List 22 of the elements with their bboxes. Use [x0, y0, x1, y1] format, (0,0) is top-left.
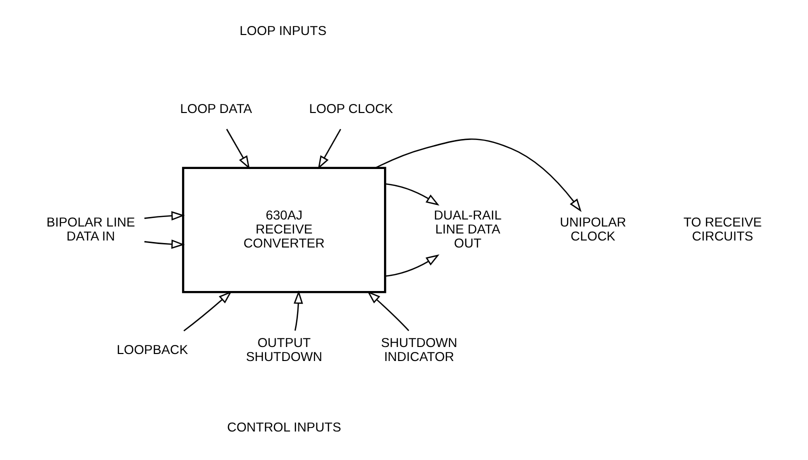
node-text: UNIPOLAR CLOCK	[560, 214, 626, 244]
arrow	[144, 240, 185, 249]
node-text: OUTPUT SHUTDOWN	[246, 334, 322, 364]
node-text: BIPOLAR LINE DATA IN	[46, 214, 136, 244]
arrow	[385, 254, 440, 277]
arrow	[367, 290, 410, 332]
arrow	[385, 183, 440, 206]
arrow	[183, 290, 232, 332]
arrow	[318, 128, 342, 170]
arrow	[226, 128, 250, 170]
label: TO RECEIVE CIRCUITS	[684, 214, 762, 244]
arrow	[144, 211, 185, 220]
node-text: SHUTDOWN INDICATOR	[380, 334, 458, 364]
node-text: LOOP CLOCK	[309, 100, 394, 116]
label: LOOP INPUTS	[240, 23, 326, 38]
label: CONTROL INPUTS	[227, 420, 342, 435]
arrow	[294, 290, 304, 331]
node-text: LOOPBACK	[116, 342, 188, 357]
arrow	[376, 138, 582, 212]
node-text: DUAL-RAIL LINE DATA OUT	[434, 207, 502, 250]
node-text: LOOP DATA	[180, 100, 252, 116]
node-box: 630AJ RECEIVE CONVERTER	[182, 166, 386, 294]
